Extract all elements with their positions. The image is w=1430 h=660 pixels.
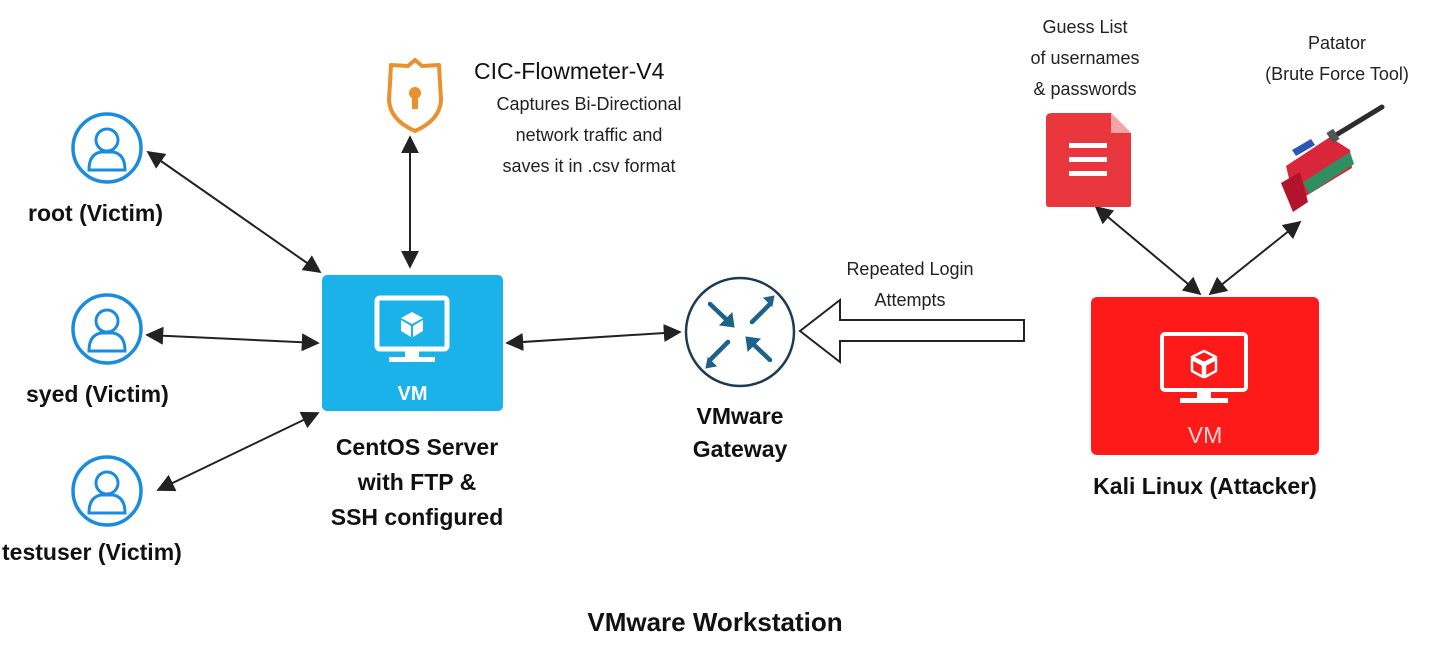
centos-vm-label: VM bbox=[397, 383, 428, 405]
attack-label-line: Attempts bbox=[874, 290, 946, 310]
flowmeter-title: CIC-Flowmeter-V4 bbox=[474, 58, 665, 84]
document-icon bbox=[1046, 113, 1131, 207]
gateway-caption-line: Gateway bbox=[692, 436, 788, 462]
guess-list-line: of usernames bbox=[1030, 48, 1140, 68]
footer-title: VMware Workstation bbox=[587, 607, 843, 637]
guess-list-line: Guess List bbox=[1042, 17, 1128, 37]
victim-label-syed: syed (Victim) bbox=[26, 381, 169, 407]
flowmeter-description: Captures Bi-Directional network traffic … bbox=[458, 89, 720, 182]
blaster-tool-icon bbox=[1281, 104, 1385, 212]
user-icon-root bbox=[71, 112, 143, 184]
victim-label-testuser: testuser (Victim) bbox=[2, 539, 182, 565]
monitor-cube-icon bbox=[374, 295, 450, 362]
monitor-cube-icon bbox=[1160, 332, 1248, 403]
flowmeter-desc-line: Captures Bi-Directional bbox=[496, 94, 682, 114]
kali-caption: Kali Linux (Attacker) bbox=[1093, 473, 1317, 499]
flowmeter-desc-line: network traffic and bbox=[515, 125, 663, 145]
guess-list-label: Guess List of usernames & passwords bbox=[990, 12, 1180, 105]
attack-arrow-label: Repeated Login Attempts bbox=[810, 254, 1010, 316]
attack-label-line: Repeated Login bbox=[846, 259, 974, 279]
centos-vm-box[interactable] bbox=[322, 275, 503, 411]
router-icon[interactable] bbox=[684, 276, 796, 388]
patator-line: (Brute Force Tool) bbox=[1265, 64, 1409, 84]
kali-vm-box[interactable] bbox=[1091, 297, 1319, 455]
centos-caption: CentOS Server with FTP & SSH configured bbox=[292, 430, 542, 535]
shield-lock-icon bbox=[387, 58, 443, 133]
gateway-caption: VMware Gateway bbox=[660, 400, 820, 466]
centos-caption-line: with FTP & bbox=[357, 469, 477, 495]
user-icon-syed bbox=[71, 293, 143, 365]
connector-guesslist-kali bbox=[1094, 205, 1202, 296]
connector-syed-centos bbox=[145, 326, 320, 352]
victim-label-root: root (Victim) bbox=[28, 200, 164, 226]
patator-line: Patator bbox=[1307, 33, 1367, 53]
connector-root-centos bbox=[146, 150, 322, 274]
connector-centos-gateway bbox=[505, 324, 682, 351]
user-icon-testuser bbox=[71, 455, 143, 527]
guess-list-line: & passwords bbox=[1033, 79, 1137, 99]
centos-caption-line: SSH configured bbox=[330, 504, 504, 530]
kali-vm-label: VM bbox=[1187, 422, 1223, 448]
connector-patator-kali bbox=[1208, 220, 1302, 296]
centos-caption-line: CentOS Server bbox=[335, 434, 499, 460]
gateway-caption-line: VMware bbox=[696, 403, 784, 429]
connector-testuser-centos bbox=[156, 411, 320, 492]
attack-arrow bbox=[798, 297, 1025, 365]
patator-label: Patator (Brute Force Tool) bbox=[1244, 28, 1430, 90]
flowmeter-desc-line: saves it in .csv format bbox=[502, 156, 676, 176]
